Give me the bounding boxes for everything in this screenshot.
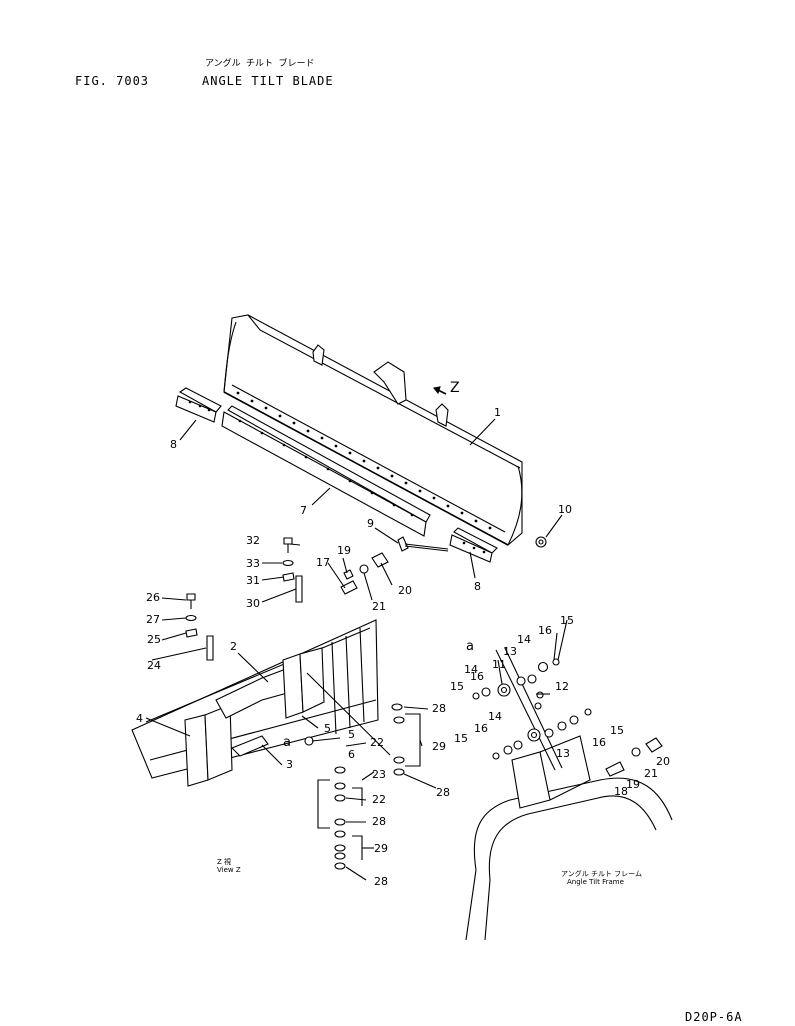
callout-22a: 22: [370, 736, 384, 749]
callout-25: 25: [147, 633, 161, 646]
hardware-stack-left: [185, 537, 303, 661]
callout-7: 7: [300, 504, 307, 517]
figure-number: FIG. 7003: [75, 74, 150, 88]
leader-lines: [145, 418, 568, 881]
callout-10: 10: [558, 503, 572, 516]
callout-14b: 14: [517, 633, 531, 646]
point-a-left: a: [283, 735, 291, 750]
blade-assembly: [223, 314, 523, 546]
callout-19a: 19: [337, 544, 351, 557]
callout-2: 2: [230, 640, 237, 653]
callout-6: 6: [348, 748, 355, 761]
callout-11: 11: [492, 658, 506, 671]
callout-21a: 21: [372, 600, 386, 613]
callout-15c: 15: [454, 732, 468, 745]
callout-28a: 28: [432, 702, 446, 715]
document-code: D20P-6A: [685, 1010, 743, 1024]
callout-19b: 19: [626, 778, 640, 791]
bolt-9: [397, 536, 449, 552]
callout-20b: 20: [656, 755, 670, 768]
callout-16b: 16: [538, 624, 552, 637]
callout-33: 33: [246, 557, 260, 570]
callout-28c: 28: [372, 815, 386, 828]
cutting-edge: [221, 405, 431, 537]
callout-29b: 29: [374, 842, 388, 855]
callout-22b: 22: [372, 793, 386, 806]
callout-15b: 15: [560, 614, 574, 627]
callout-18: 18: [614, 785, 628, 798]
callout-3: 3: [286, 758, 293, 771]
callout-1: 1: [494, 406, 501, 419]
blade-rear-view: [131, 619, 379, 787]
callout-28d: 28: [374, 875, 388, 888]
callout-15d: 15: [610, 724, 624, 737]
callout-16a: 16: [470, 670, 484, 683]
callout-8b: 8: [474, 580, 481, 593]
callout-5a: 5: [324, 722, 331, 735]
callout-29a: 29: [432, 740, 446, 753]
callout-16c: 16: [474, 722, 488, 735]
callout-30: 30: [246, 597, 260, 610]
frame-side-hardware: [472, 658, 663, 777]
angle-tilt-frame: [465, 647, 673, 941]
callout-13b: 13: [556, 747, 570, 760]
callout-21b: 21: [644, 767, 658, 780]
callout-12: 12: [555, 680, 569, 693]
callout-8a: 8: [170, 438, 177, 451]
callout-15a: 15: [450, 680, 464, 693]
callout-13a: 13: [503, 645, 517, 658]
callout-27: 27: [146, 613, 160, 626]
callout-4: 4: [136, 712, 143, 725]
callout-26: 26: [146, 591, 160, 604]
title-english: ANGLE TILT BLADE: [202, 74, 334, 88]
callout-28b: 28: [436, 786, 450, 799]
point-a-right: a: [466, 639, 474, 654]
end-bit-right: [449, 527, 498, 563]
callout-5b: 5: [348, 728, 355, 741]
callout-20a: 20: [398, 584, 412, 597]
callout-14a: 14: [464, 663, 478, 676]
callout-9: 9: [367, 517, 374, 530]
view-z-label: Z: [450, 380, 460, 396]
title-japanese: アングル チルト ブレード: [205, 59, 315, 69]
callout-14c: 14: [488, 710, 502, 723]
end-bit-left: [175, 387, 222, 423]
callout-32: 32: [246, 534, 260, 547]
nut-10: [535, 536, 547, 548]
callout-17: 17: [316, 556, 330, 569]
callout-16d: 16: [592, 736, 606, 749]
view-z-caption-japanese: Z 視: [217, 858, 232, 866]
callout-31: 31: [246, 574, 260, 587]
shims-and-spacers: [317, 703, 421, 870]
callout-labels: 1 2 3 4 5 5 6 7 8 8 9 10 11 12 13 13 14 …: [136, 380, 670, 888]
callout-23: 23: [372, 768, 386, 781]
blade-bolt-holes: [236, 391, 492, 530]
frame-caption-japanese: アングル チルト フレーム: [561, 870, 642, 878]
frame-caption-english: Angle Tilt Frame: [567, 878, 624, 886]
view-z-caption-english: View Z: [217, 866, 241, 874]
callout-24: 24: [147, 659, 161, 672]
